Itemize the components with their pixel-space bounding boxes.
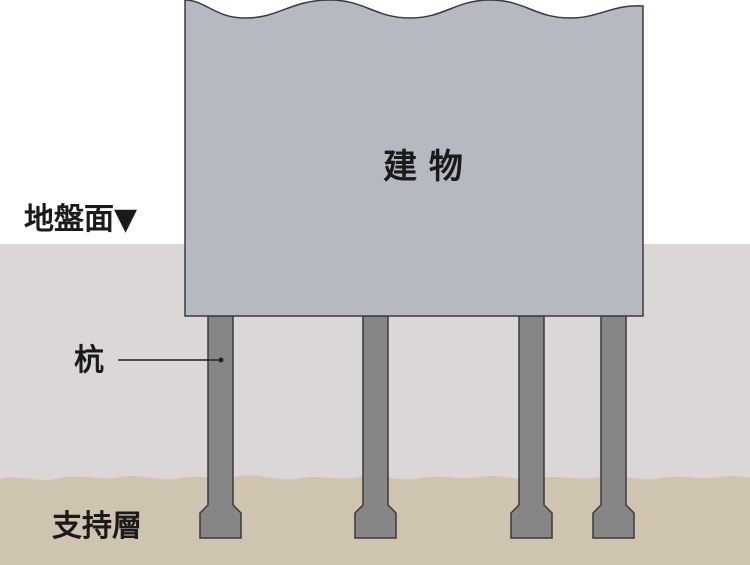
ground-surface-label: 地盤面▼: [24, 202, 137, 237]
building: [184, 0, 644, 317]
bearing-layer-label: 支持層: [52, 509, 142, 544]
pile-label: 杭: [74, 343, 104, 378]
pile-leader-dot: [218, 357, 224, 363]
piles: [199, 315, 635, 539]
pile: [199, 315, 242, 539]
building-label: 建 物: [383, 147, 463, 187]
pile: [510, 315, 553, 539]
pile: [354, 315, 397, 539]
pile: [592, 315, 635, 539]
